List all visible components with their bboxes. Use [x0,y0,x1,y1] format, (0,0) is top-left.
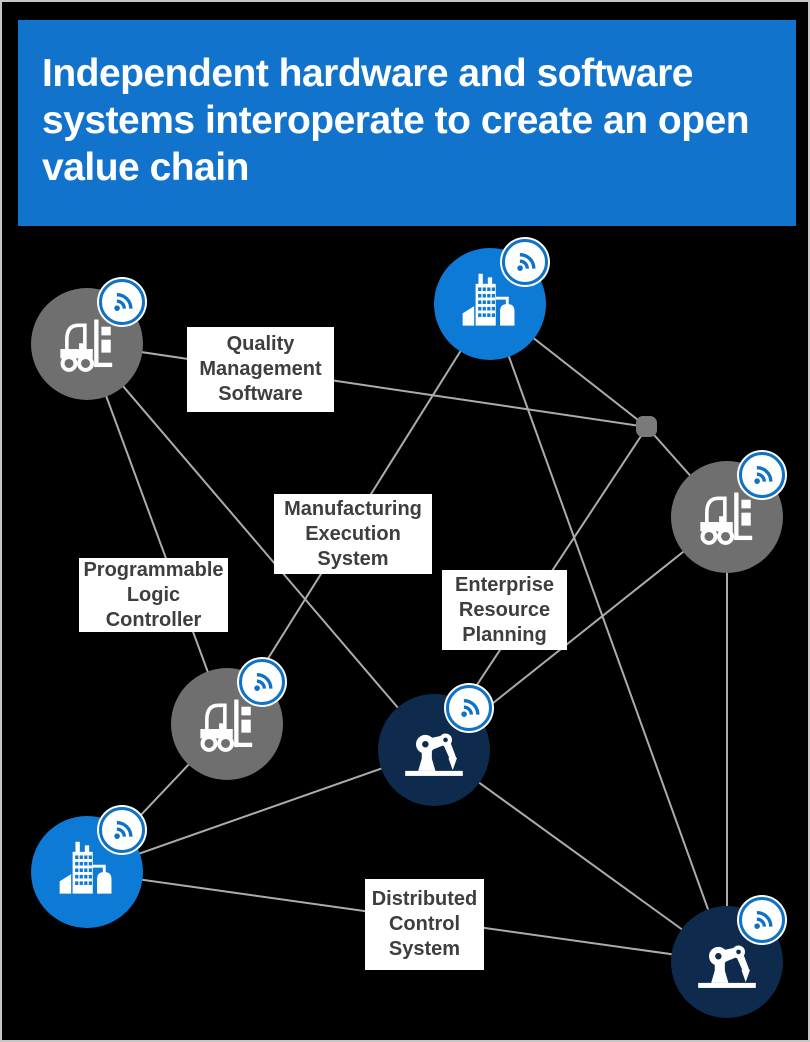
wifi-badge [502,239,548,285]
node-robot-center [378,685,492,806]
edge-factory-top-robot-bottomright [489,303,728,963]
header-banner: Independent hardware and software system… [18,20,796,226]
wifi-badge [239,659,285,705]
node-factory-bottom-left [31,807,145,928]
node-factory-top [434,239,548,360]
label-manufacturing-execution-system: Manufacturing Execution System [274,494,432,574]
edge-forklift-topleft-robot-center [86,343,435,751]
page-title: Independent hardware and software system… [42,52,750,189]
node-robot-bottom-right [671,897,785,1018]
label-distributed-control-system: Distributed Control System [365,879,484,970]
forklift-icon [200,699,253,752]
label-enterprise-resource-planning: Enterprise Resource Planning [442,570,567,650]
forklift-icon [700,492,753,545]
robot-arm-icon [405,733,463,776]
wifi-badge [739,897,785,943]
wifi-badge [99,807,145,853]
wifi-icon [753,910,773,929]
factory-icon [59,841,112,894]
edge-forklift-topleft-junction [86,343,648,428]
wifi-badge [99,279,145,325]
wifi-badge [446,685,492,731]
node-forklift-mid-left [171,659,285,780]
wifi-icon [113,820,133,839]
label-programmable-logic-controller: Programmable Logic Controller [79,558,228,632]
node-forklift-top-left [31,279,145,400]
node-forklift-right [671,452,785,573]
factory-icon [462,273,515,326]
wifi-badge [739,452,785,498]
edge-robot-center-factory-bottomleft [86,749,435,873]
wifi-icon [753,465,773,484]
robot-arm-icon [698,945,756,988]
wifi-icon [113,292,133,311]
junction-dot [636,416,657,437]
edge-forklift-topleft-forklift-midleft [86,343,228,725]
label-quality-management-software: Quality Management Software [187,327,334,412]
wifi-icon [516,252,536,271]
edge-robot-center-robot-bottomright [433,749,728,963]
wifi-icon [460,698,480,717]
wifi-icon [253,672,273,691]
forklift-icon [60,319,113,372]
